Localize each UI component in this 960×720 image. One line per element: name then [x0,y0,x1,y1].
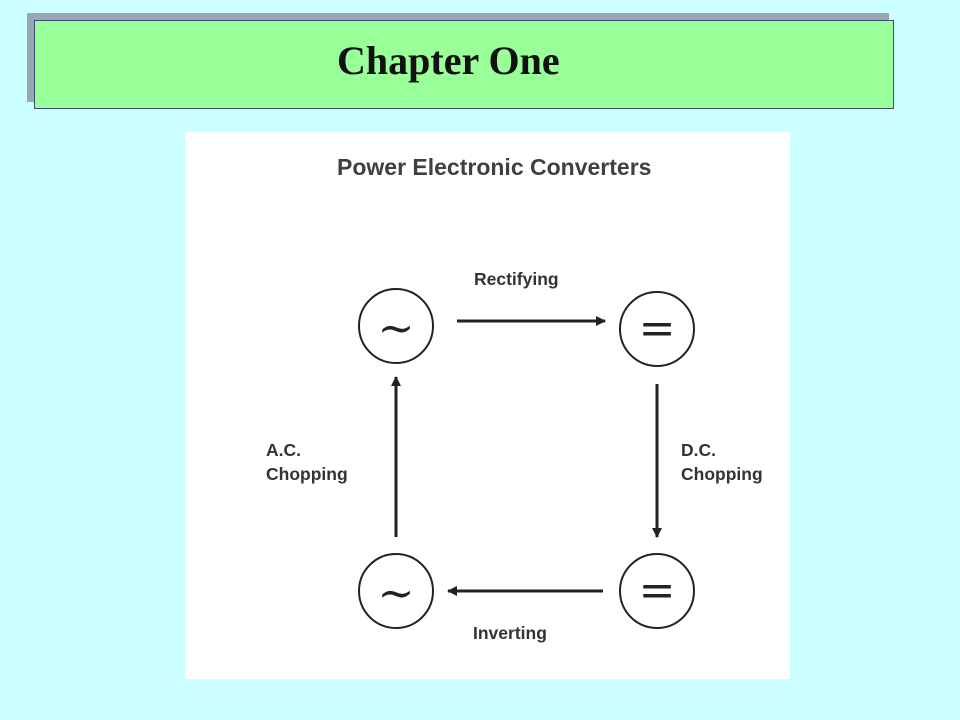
dc-equals-icon: = [638,565,676,616]
ac-chopping-line1: A.C. [266,440,301,460]
converter-diagram: Power Electronic Converters Rectifying D… [185,132,790,679]
ac-source-node-top: ~ [358,288,434,364]
slide-title: Chapter One [337,38,560,83]
dc-chopping-line2: Chopping [681,464,763,484]
diagram-arrows [391,316,662,596]
ac-tilde-icon: ~ [377,568,415,619]
rectifying-label: Rectifying [474,269,559,289]
ac-tilde-icon: ~ [377,303,415,354]
ac-chopping-label: A.C. Chopping [266,438,348,486]
dc-equals-icon: = [638,303,676,354]
dc-node-bottom: = [619,553,695,629]
dc-node-top: = [619,291,695,367]
inverting-label: Inverting [473,623,547,643]
ac-chopping-line2: Chopping [266,464,348,484]
ac-node-bottom: ~ [358,553,434,629]
diagram-title: Power Electronic Converters [337,154,652,180]
title-banner: Chapter One [34,20,894,109]
dc-chopping-line1: D.C. [681,440,716,460]
dc-chopping-label: D.C. Chopping [681,438,763,486]
